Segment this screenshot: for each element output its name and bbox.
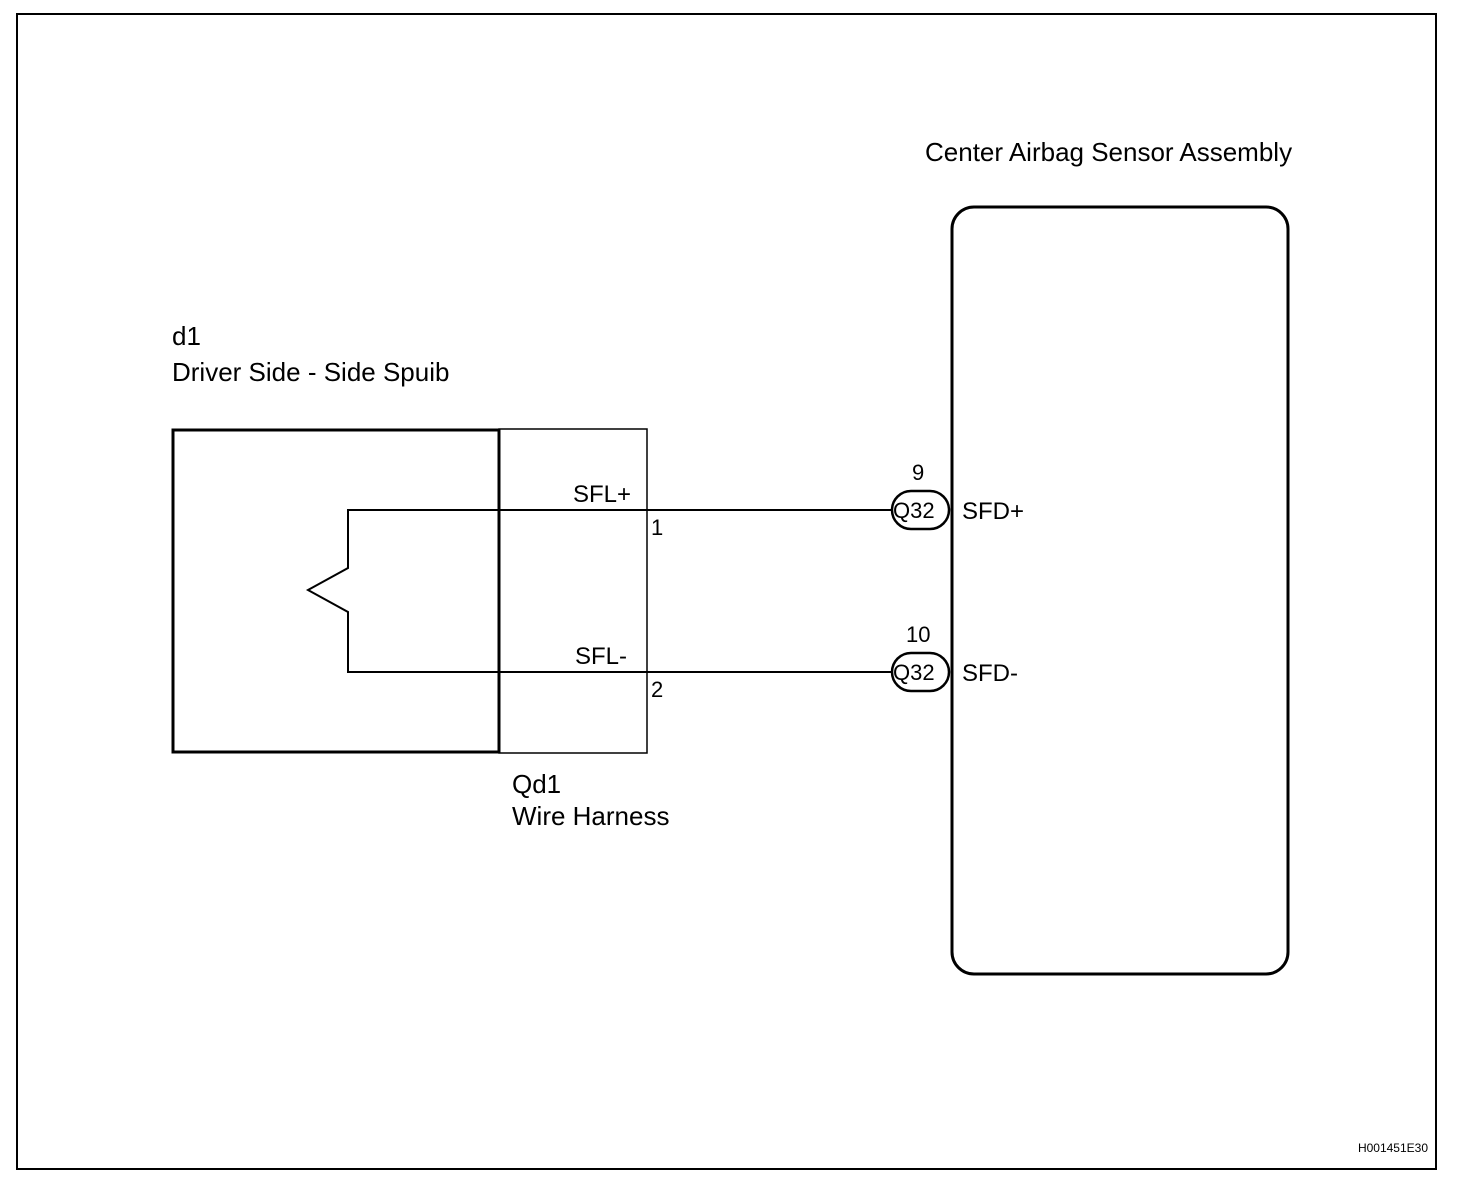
sensor-assembly-box xyxy=(950,205,1290,976)
sensor-pin-10: 10 xyxy=(906,622,931,647)
connector-label-q32-a: Q32 xyxy=(893,498,935,523)
squib-circuit-wire xyxy=(305,509,895,673)
sensor-signal-sfd-minus: SFD- xyxy=(962,660,1018,687)
squib-name: Driver Side - Side Spuib xyxy=(172,357,450,387)
harness-code: Qd1 xyxy=(512,769,562,799)
connector-label-q32-b: Q32 xyxy=(893,660,935,685)
connector-oval-pin-9 xyxy=(890,489,951,531)
sensor-assembly-title: Center Airbag Sensor Assembly xyxy=(925,137,1293,167)
harness-signal-sfl-plus: SFL+ xyxy=(573,481,632,508)
harness-pin-2: 2 xyxy=(651,677,664,702)
figure-code: H001451E30 xyxy=(1357,1141,1428,1155)
harness-signal-sfl-minus: SFL- xyxy=(575,643,628,670)
harness-connector-box xyxy=(498,428,648,754)
diagram-frame xyxy=(16,13,1437,1170)
connector-oval-pin-10 xyxy=(890,651,951,693)
harness-pin-1: 1 xyxy=(651,515,664,540)
sensor-pin-9: 9 xyxy=(912,460,925,485)
squib-box xyxy=(171,428,501,754)
sensor-signal-sfd-plus: SFD+ xyxy=(962,498,1025,525)
harness-name: Wire Harness xyxy=(512,801,670,831)
squib-code: d1 xyxy=(172,321,201,351)
